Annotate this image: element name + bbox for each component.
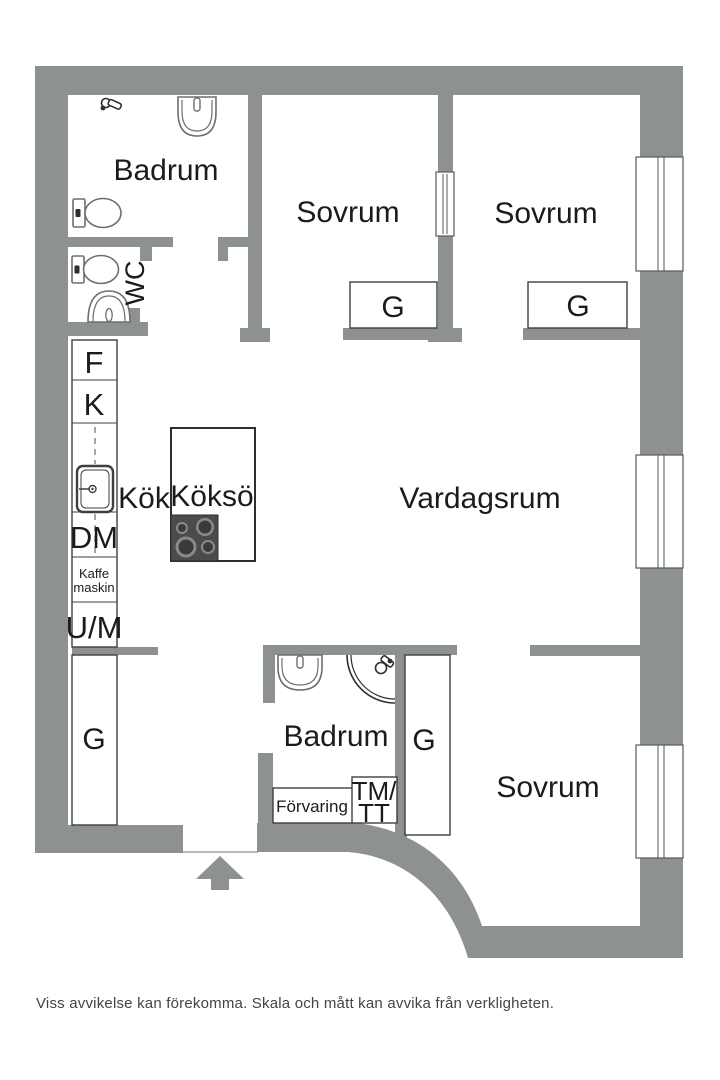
laundry-label-1: TM/ (352, 776, 398, 806)
closet-label: G (566, 290, 589, 323)
window-icon (635, 156, 684, 272)
wall-bathroom2-right (395, 645, 407, 838)
room-label-kitchen: Kök (118, 482, 171, 515)
laundry-label-2: TT (358, 798, 390, 828)
wall-wc-bottom (68, 322, 148, 336)
kitchen-unit-label-dishwasher: DM (70, 520, 118, 555)
wall-top (35, 66, 683, 95)
wall-entrance-right-stub (258, 753, 273, 825)
kitchen-unit-label-coffee-1: Kaffe (79, 566, 109, 581)
room-label-living-room: Vardagsrum (399, 482, 560, 515)
shower-icon (346, 654, 396, 704)
room-label-storage: Förvaring (276, 797, 348, 816)
kitchen-unit-label-oven: U/M (66, 610, 123, 645)
room-label-bedroom-top-left: Sovrum (296, 196, 399, 229)
closet-label: G (381, 291, 404, 324)
window-icon (635, 744, 684, 859)
stove-icon (170, 514, 219, 562)
room-label-bedroom-top-right: Sovrum (494, 197, 597, 230)
closet-box (71, 654, 118, 826)
disclaimer-text: Viss avvikelse kan förekomma. Skala och … (36, 995, 555, 1012)
closet-label: G (82, 723, 105, 756)
wall-kitchen-shelf (72, 647, 158, 655)
wall-stub (140, 247, 152, 261)
closet-box (527, 281, 628, 329)
closet-boxes (71, 281, 628, 836)
wall-bathroom2-top (263, 645, 457, 655)
wall-foot (240, 328, 270, 342)
wall-stub (218, 247, 228, 261)
kitchen-unit-label-freezer: K (84, 387, 105, 422)
closet-label: G (412, 724, 435, 757)
wall-bathroom2-left-stub (263, 645, 275, 703)
windows (435, 156, 684, 859)
wall-bathroom-top-bottom-left (68, 237, 173, 247)
kitchen-island (170, 427, 256, 562)
wall-stub (128, 308, 140, 322)
wall-bathroom-bedroom1 (248, 95, 262, 330)
toilet-icon (71, 254, 120, 285)
toilet-icon (72, 197, 122, 229)
kitchen-sink-icon (75, 464, 115, 514)
wall-bottom-left (35, 825, 183, 853)
room-label-bedroom-bottom: Sovrum (496, 771, 599, 804)
wc-sink-icon (87, 290, 131, 323)
room-label-kitchen-island: Köksö (170, 480, 253, 513)
closet-box (404, 654, 451, 836)
shower-mixer-icon (100, 97, 123, 111)
interior-window-icon (435, 171, 455, 237)
bathroom-top-fixtures (71, 96, 217, 323)
entrance-arrow-icon (196, 856, 244, 890)
wall-left (35, 66, 68, 853)
room-label-bathroom-top: Badrum (113, 154, 218, 187)
wall-bottom-right-curved (257, 823, 683, 958)
window-icon (635, 454, 684, 569)
wall-bedroom1-bottom (343, 328, 450, 340)
kitchen-unit-label-coffee-2: maskin (73, 580, 114, 595)
laundry-box (351, 776, 398, 824)
wall-bedroom2-bottom (523, 328, 643, 340)
kitchen-unit-label-fridge: F (85, 345, 104, 380)
sink-icon (277, 654, 323, 691)
room-label-bathroom-bottom: Badrum (283, 720, 388, 753)
closet-box (349, 281, 438, 329)
wall-bedroom3-top (530, 645, 640, 656)
sink-icon (177, 96, 217, 137)
wall-bathroom-top-bottom-right (218, 237, 250, 247)
bathroom-bottom-fixtures (277, 654, 396, 704)
room-label-wc: WC (120, 261, 150, 306)
